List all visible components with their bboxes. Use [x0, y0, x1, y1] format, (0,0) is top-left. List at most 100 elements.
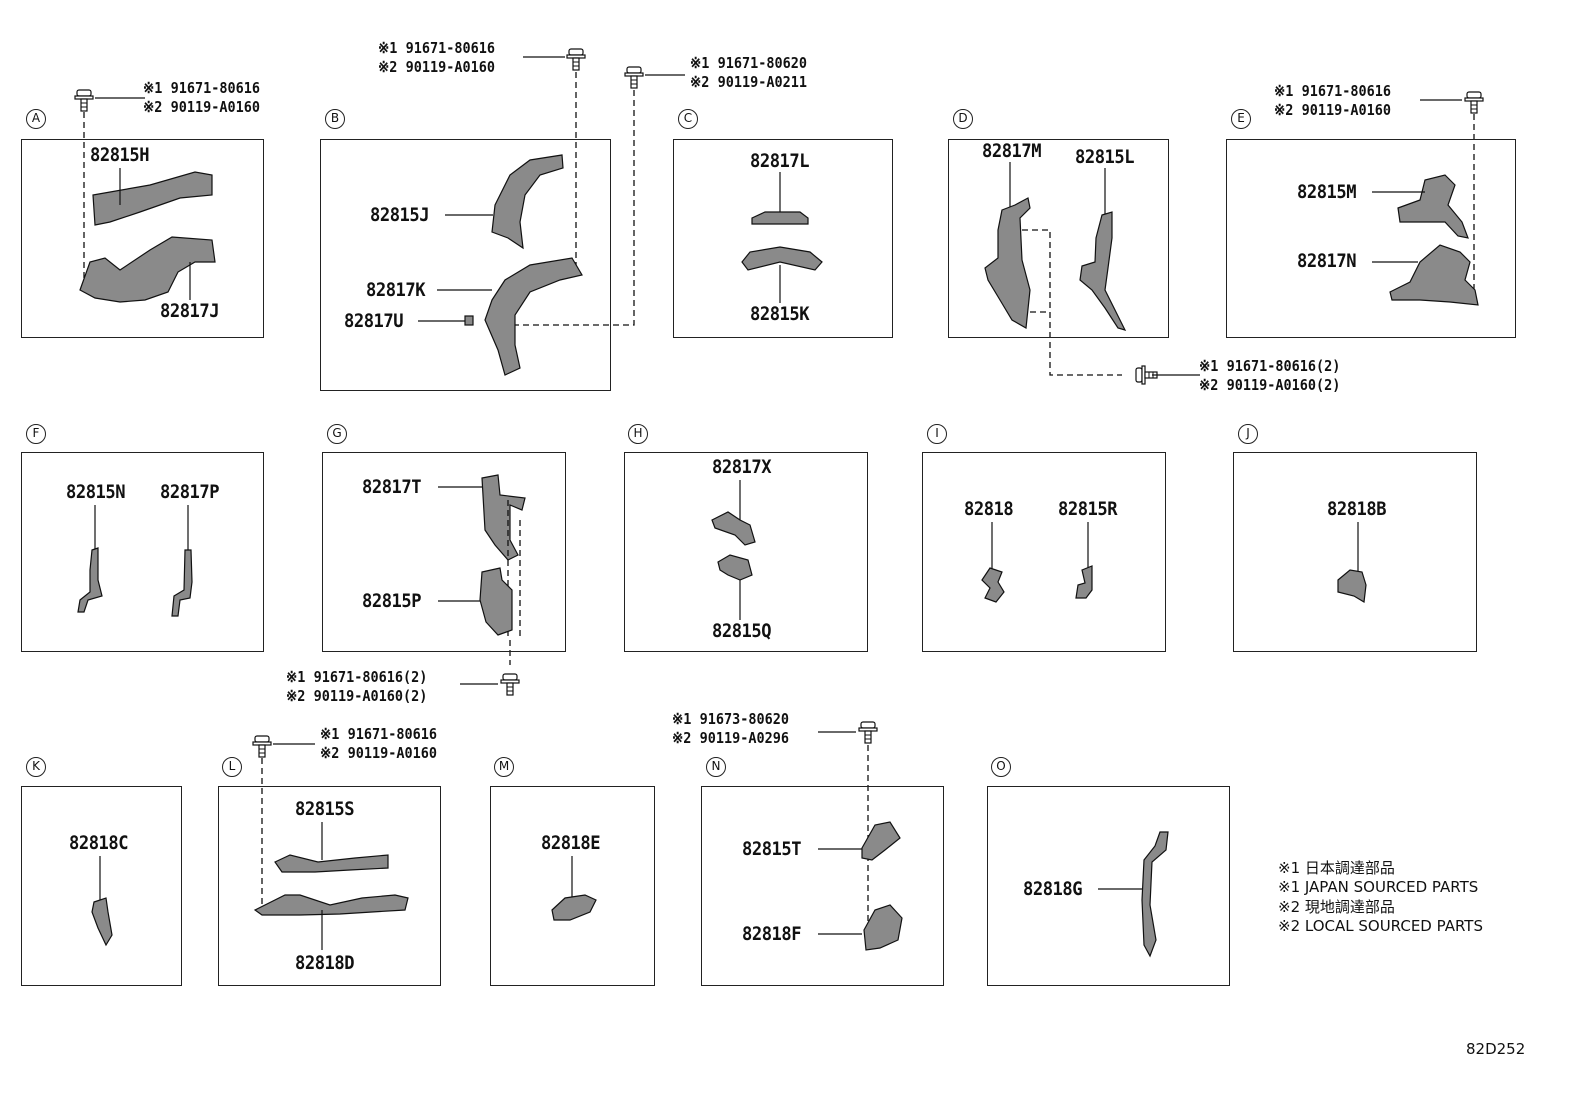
section-c-frame: [673, 139, 893, 338]
part-82815L: [1079, 211, 1127, 331]
section-label-o: O: [991, 757, 1011, 777]
part-82818D: [253, 894, 409, 916]
part-label-82817t[interactable]: 82817T: [362, 476, 422, 498]
part-82817X: [711, 511, 756, 546]
part-82815S: [274, 854, 389, 873]
bolt-callout-l-1[interactable]: ※1 91671-80616: [320, 725, 437, 743]
part-label-82815m[interactable]: 82815M: [1297, 181, 1357, 203]
section-a-frame: [21, 139, 264, 338]
section-m-frame: [490, 786, 655, 986]
part-label-82818d[interactable]: 82818D: [295, 952, 355, 974]
part-label-82817x[interactable]: 82817X: [712, 456, 772, 478]
bolt-icon: [858, 721, 878, 744]
section-label-f: F: [26, 424, 46, 444]
bolt-callout-l-2[interactable]: ※2 90119-A0160: [320, 744, 437, 762]
part-label-82815p[interactable]: 82815P: [362, 590, 422, 612]
part-label-82815q[interactable]: 82815Q: [712, 620, 772, 642]
part-label-82817k[interactable]: 82817K: [366, 279, 426, 301]
bolt-icon: [566, 48, 586, 71]
part-82815H: [92, 171, 213, 226]
section-label-b: B: [325, 109, 345, 129]
part-label-82817n[interactable]: 82817N: [1297, 250, 1357, 272]
diagram-code: 82D252: [1466, 1040, 1526, 1058]
section-label-m: M: [494, 757, 514, 777]
bolt-callout-e-1[interactable]: ※1 91671-80616: [1274, 82, 1391, 100]
bolt-icon: [500, 673, 520, 696]
part-82817P: [171, 549, 193, 617]
section-l-frame: [218, 786, 441, 986]
section-n-frame: [701, 786, 944, 986]
part-label-82815j[interactable]: 82815J: [370, 204, 430, 226]
part-82818C: [91, 897, 113, 947]
part-82818F: [863, 904, 903, 951]
bolt-callout-a-2[interactable]: ※2 90119-A0160: [143, 98, 260, 116]
part-label-82817p[interactable]: 82817P: [160, 481, 220, 503]
bolt-callout-b2-2[interactable]: ※2 90119-A0211: [690, 73, 807, 91]
section-label-h: H: [628, 424, 648, 444]
part-82815M: [1397, 174, 1469, 239]
part-82818: [981, 567, 1005, 603]
section-f-frame: [21, 452, 264, 652]
section-h-frame: [624, 452, 868, 652]
part-label-82817j[interactable]: 82817J: [160, 300, 220, 322]
legend-local-jp: ※2 現地調達部品: [1278, 898, 1395, 916]
section-d-frame: [948, 139, 1169, 338]
part-82817J: [79, 236, 216, 303]
section-k-frame: [21, 786, 182, 986]
bolt-callout-g-2[interactable]: ※2 90119-A0160(2): [286, 687, 428, 705]
part-label-82815s[interactable]: 82815S: [295, 798, 355, 820]
part-82818E: [551, 894, 597, 921]
bolt-callout-b1-1[interactable]: ※1 91671-80616: [378, 39, 495, 57]
part-label-82818[interactable]: 82818: [964, 498, 1014, 520]
bolt-callout-n-2[interactable]: ※2 90119-A0296: [672, 729, 789, 747]
part-label-82818b[interactable]: 82818B: [1327, 498, 1387, 520]
part-label-82817l[interactable]: 82817L: [750, 150, 810, 172]
part-82815J: [491, 154, 564, 250]
bolt-callout-b1-2[interactable]: ※2 90119-A0160: [378, 58, 495, 76]
part-82815P: [479, 567, 513, 636]
part-82817T: [481, 474, 526, 561]
bolt-callout-b2-1[interactable]: ※1 91671-80620: [690, 54, 807, 72]
section-label-e: E: [1231, 109, 1251, 129]
part-label-82818c[interactable]: 82818C: [69, 832, 129, 854]
part-82817N: [1389, 244, 1479, 306]
part-82817K: [484, 257, 583, 376]
part-label-82817u[interactable]: 82817U: [344, 310, 404, 332]
bolt-callout-a-1[interactable]: ※1 91671-80616: [143, 79, 260, 97]
legend-local-en: ※2 LOCAL SOURCED PARTS: [1278, 917, 1483, 935]
part-label-82818f[interactable]: 82818F: [742, 923, 802, 945]
part-label-82817m[interactable]: 82817M: [982, 140, 1042, 162]
part-label-82818e[interactable]: 82818E: [541, 832, 601, 854]
part-82815Q: [717, 554, 753, 581]
section-label-n: N: [706, 757, 726, 777]
bolt-callout-d-2[interactable]: ※2 90119-A0160(2): [1199, 376, 1341, 394]
part-82818B: [1337, 569, 1367, 603]
bolt-icon: [1464, 91, 1484, 114]
section-label-g: G: [327, 424, 347, 444]
section-g-frame: [322, 452, 566, 652]
part-label-82815l[interactable]: 82815L: [1075, 146, 1135, 168]
part-82815T: [861, 821, 901, 861]
bolt-callout-d-1[interactable]: ※1 91671-80616(2): [1199, 357, 1341, 375]
section-e-frame: [1226, 139, 1516, 338]
part-label-82818g[interactable]: 82818G: [1023, 878, 1083, 900]
legend-japan-en: ※1 JAPAN SOURCED PARTS: [1278, 878, 1479, 896]
legend-japan-jp: ※1 日本調達部品: [1278, 859, 1395, 877]
part-82815N: [77, 547, 103, 613]
section-label-l: L: [222, 757, 242, 777]
part-label-82815h[interactable]: 82815H: [90, 144, 150, 166]
part-label-82815k[interactable]: 82815K: [750, 303, 810, 325]
bolt-icon: [252, 735, 272, 758]
bolt-callout-g-1[interactable]: ※1 91671-80616(2): [286, 668, 428, 686]
part-label-82815r[interactable]: 82815R: [1058, 498, 1118, 520]
section-label-k: K: [26, 757, 46, 777]
bolt-callout-n-1[interactable]: ※1 91673-80620: [672, 710, 789, 728]
bolt-icon: [74, 89, 94, 112]
bolt-callout-e-2[interactable]: ※2 90119-A0160: [1274, 101, 1391, 119]
section-label-c: C: [678, 109, 698, 129]
part-label-82815t[interactable]: 82815T: [742, 838, 802, 860]
section-label-a: A: [26, 109, 46, 129]
section-label-d: D: [953, 109, 973, 129]
part-label-82815n[interactable]: 82815N: [66, 481, 126, 503]
